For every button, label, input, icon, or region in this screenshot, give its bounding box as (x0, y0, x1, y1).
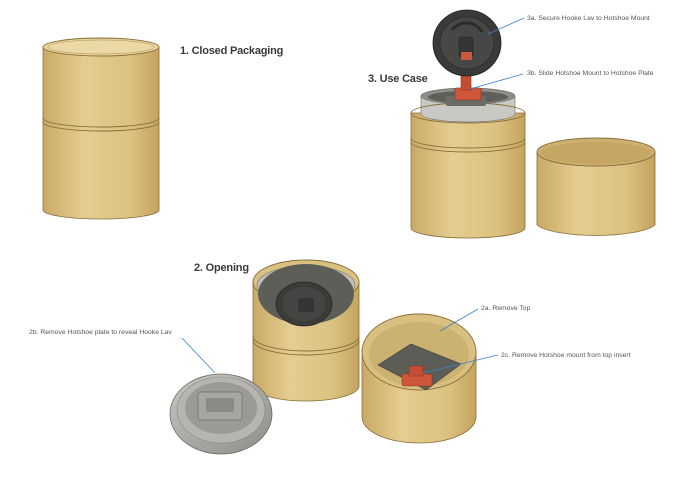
leader-line-2a (439, 308, 479, 332)
annotation-3b: 3b. Slide Hotshoe Mount to Hotshoe Plate (527, 70, 654, 77)
removed-top-container (361, 313, 477, 444)
hotshoe-plate (169, 373, 273, 455)
heading-closed-packaging: 1. Closed Packaging (180, 45, 283, 57)
use-case-lid-container (536, 137, 656, 236)
leader-line-3a (487, 17, 525, 35)
closed-container (42, 37, 160, 220)
hooke-lav-device (432, 9, 502, 77)
annotation-2b: 2b. Remove Hotshoe plate to reveal Hooke… (29, 329, 172, 336)
leader-line-3b (469, 73, 524, 90)
annotation-2a: 2a. Remove Top (481, 305, 531, 312)
use-case-base-container (410, 87, 526, 239)
annotation-3a: 3a. Secure Hooke Lav to Hotshoe Mount (527, 15, 650, 22)
heading-opening: 2. Opening (194, 262, 249, 274)
opening-base-container (252, 259, 360, 402)
leader-line-2b (181, 337, 216, 374)
annotation-2c: 2c. Remove Hotshoe mount from top insert (501, 352, 631, 359)
leader-line-2c (422, 354, 499, 374)
heading-use-case: 3. Use Case (368, 73, 428, 85)
